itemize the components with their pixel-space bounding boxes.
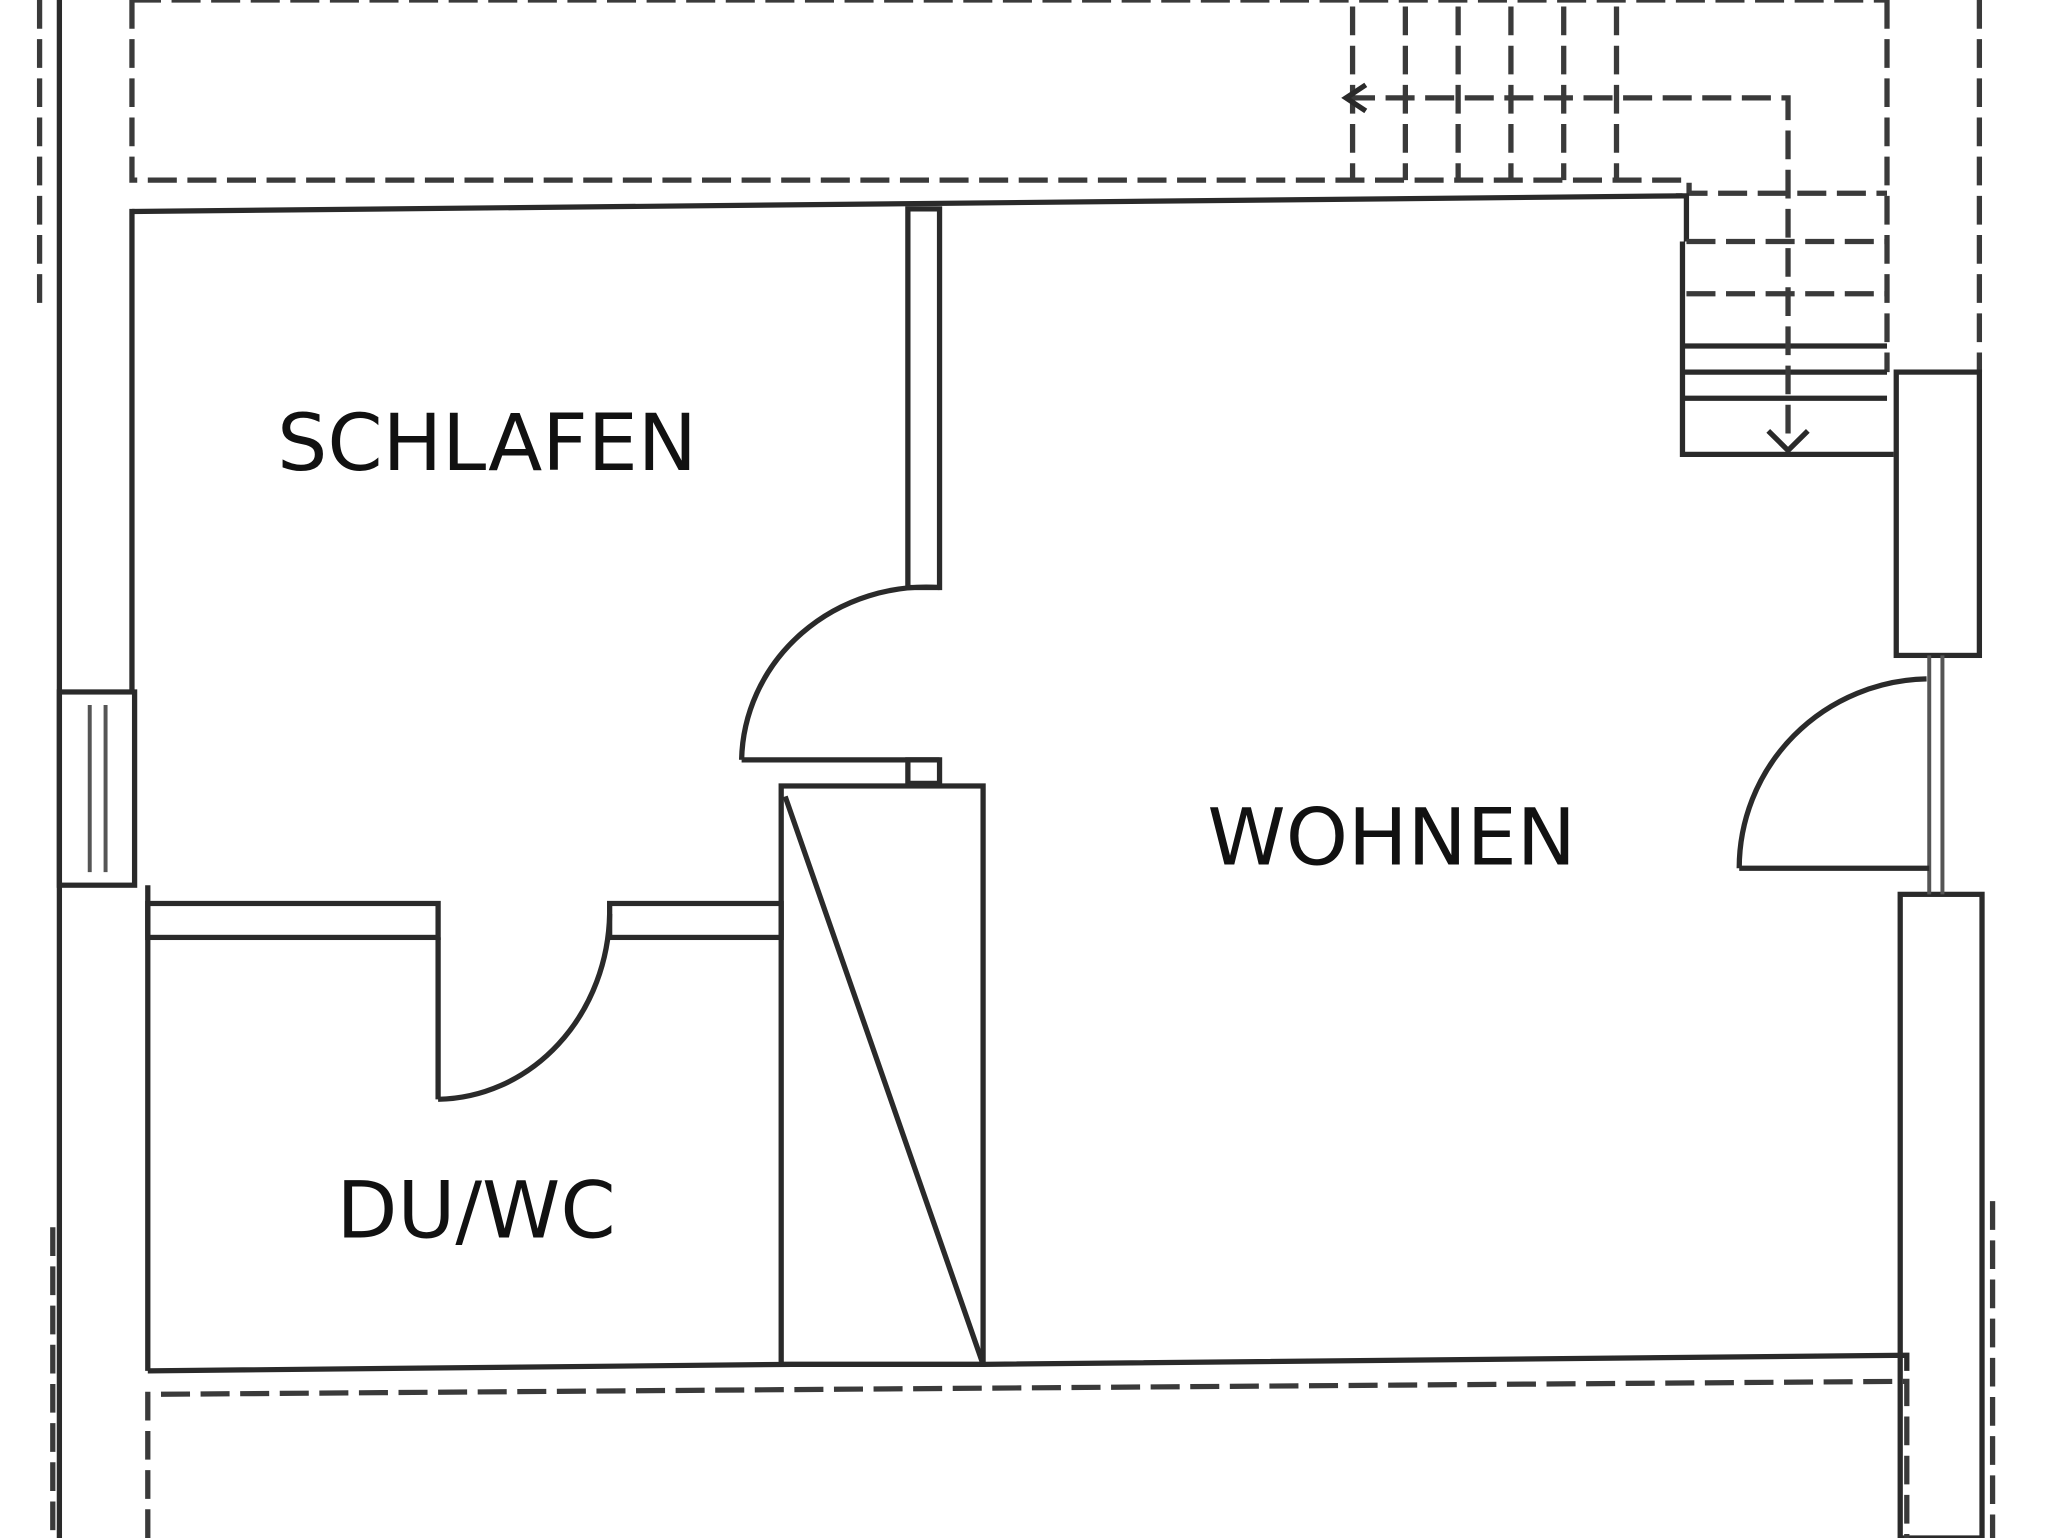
closet (778, 783, 986, 1367)
entrance-door-swing (1736, 676, 1930, 871)
room-label-du-wc: DU/WC (336, 1165, 615, 1257)
right-wall (1893, 369, 1996, 1538)
room-label-wohnen: WOHNEN (1207, 792, 1576, 884)
bottom-wall (147, 1352, 1910, 1374)
room-label-schlafen: SCHLAFEN (277, 397, 697, 489)
bottom-dashed-outline (145, 1378, 1910, 1538)
top-dashed-outline (129, 0, 1983, 373)
partition-wall-schlafen-duwc (145, 900, 784, 941)
left-window (56, 689, 138, 888)
stair-direction-arrow-icon (1766, 429, 1810, 455)
top-wall (131, 193, 1690, 242)
left-outer-wall (36, 0, 151, 1538)
schlafen-door-swing (738, 584, 940, 763)
staircase (1341, 6, 1894, 457)
partition-wall-schlafen-wohnen (905, 206, 943, 591)
duwc-door-swing (435, 913, 613, 1102)
